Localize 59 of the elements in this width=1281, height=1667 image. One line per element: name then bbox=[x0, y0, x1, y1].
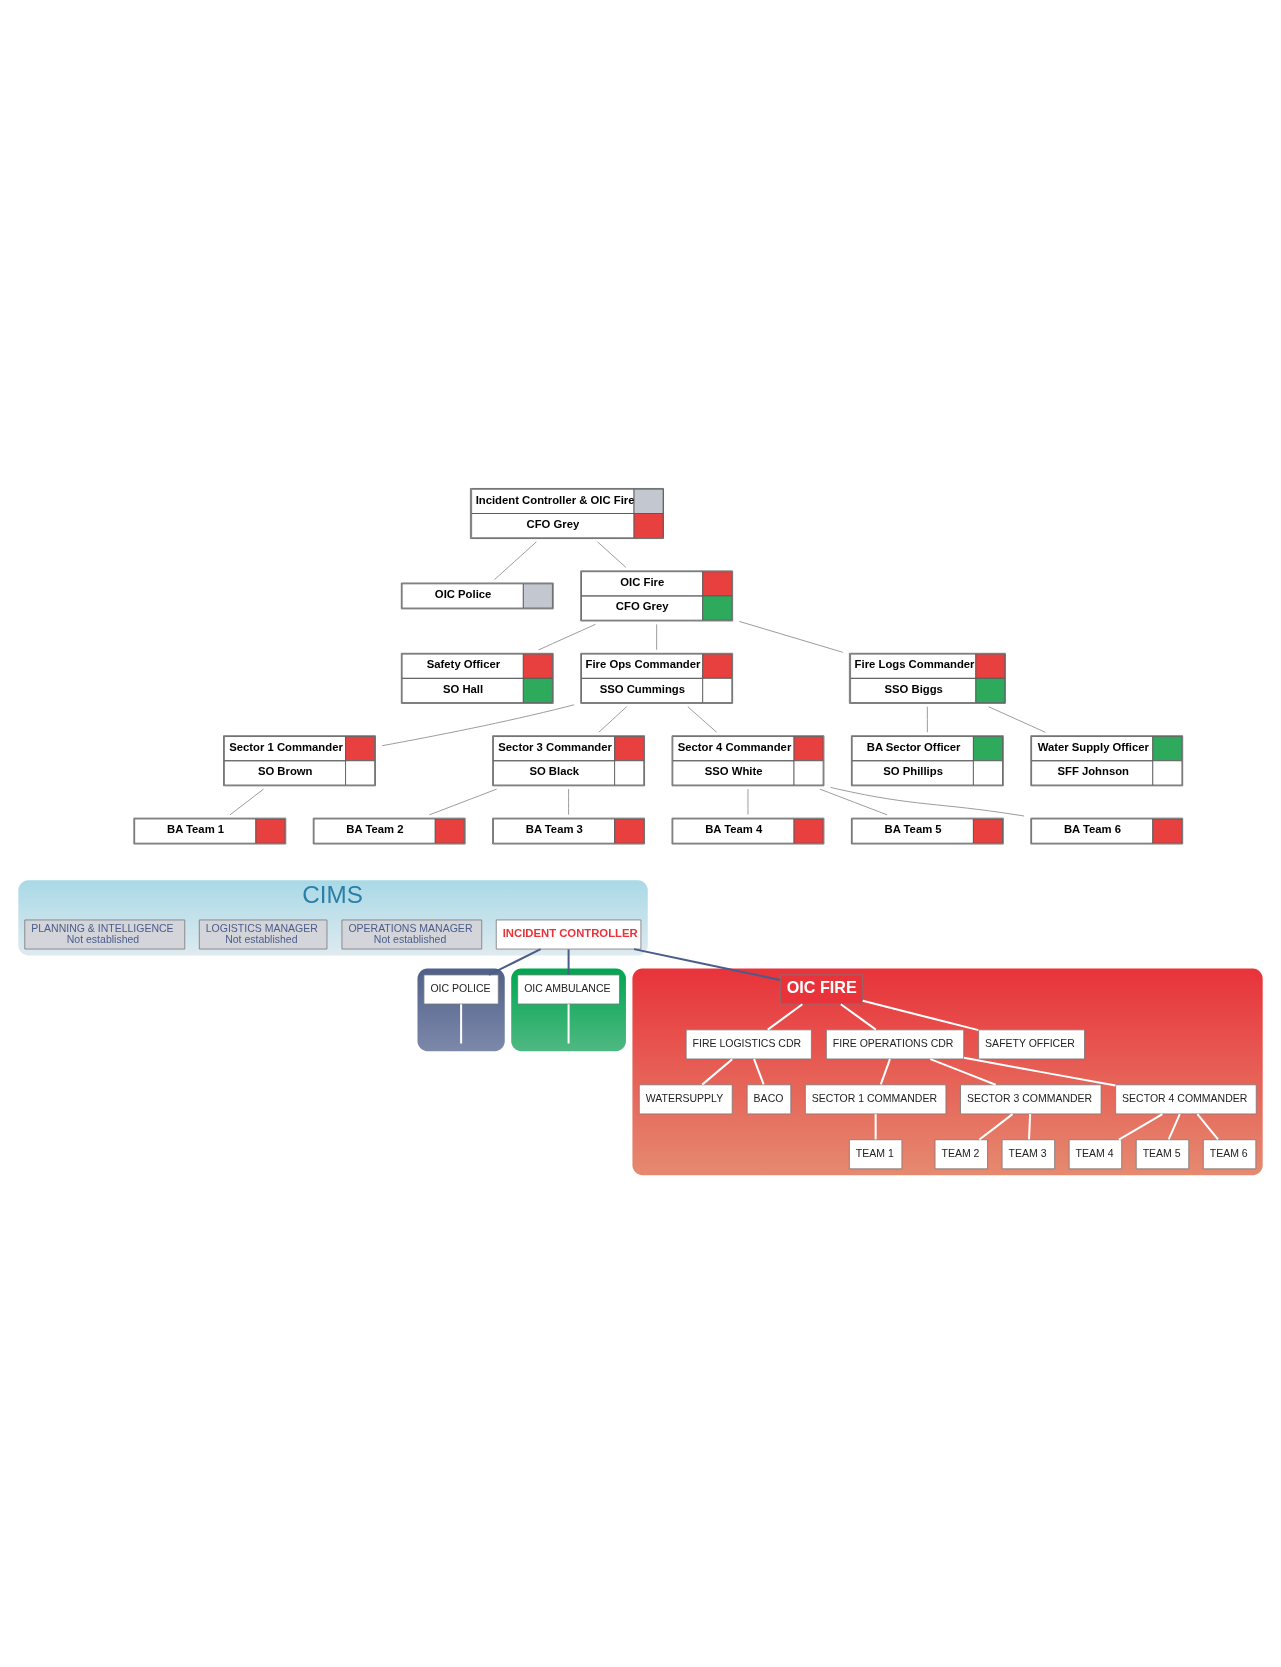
node-box: OPERATIONS MANAGER Not established bbox=[341, 919, 483, 950]
connector bbox=[862, 999, 979, 1032]
node-box: FIRE LOGISTICS CDR bbox=[685, 1029, 812, 1060]
connector bbox=[1196, 1113, 1219, 1141]
connector bbox=[767, 1003, 803, 1031]
connector bbox=[963, 1056, 1116, 1087]
connector bbox=[598, 706, 628, 733]
connector bbox=[656, 623, 658, 651]
connector bbox=[978, 1113, 1014, 1141]
node-box: BACO bbox=[746, 1084, 792, 1115]
connector bbox=[538, 623, 596, 651]
connector bbox=[567, 949, 570, 975]
connector bbox=[428, 788, 498, 816]
connector bbox=[687, 706, 718, 733]
node-box: TEAM 4 bbox=[1068, 1139, 1123, 1170]
connector bbox=[597, 541, 627, 568]
connector bbox=[1118, 1113, 1163, 1141]
node-box: LOGISTICS MANAGER Not established bbox=[198, 919, 328, 950]
node-box: SAFETY OFFICER bbox=[978, 1029, 1085, 1060]
connector bbox=[840, 1003, 877, 1031]
connector bbox=[633, 948, 781, 981]
node-box: TEAM 5 bbox=[1135, 1139, 1190, 1170]
connector bbox=[738, 620, 844, 653]
node-box: WATERSUPPLY bbox=[638, 1084, 733, 1115]
node-box: OIC FIRE bbox=[779, 974, 864, 1005]
node-box: TEAM 3 bbox=[1001, 1139, 1056, 1170]
connector bbox=[874, 1114, 877, 1140]
node-box: SECTOR 1 COMMANDER bbox=[804, 1084, 947, 1115]
node-box: TEAM 6 bbox=[1202, 1139, 1257, 1170]
connector bbox=[1167, 1113, 1181, 1140]
node-box: TEAM 1 bbox=[848, 1139, 903, 1170]
connector bbox=[879, 1058, 891, 1085]
connector bbox=[229, 788, 265, 816]
connector bbox=[926, 706, 928, 733]
connector bbox=[747, 788, 749, 816]
connector bbox=[488, 948, 542, 976]
connector bbox=[819, 788, 888, 816]
connector bbox=[493, 541, 537, 581]
node-box: SECTOR 3 COMMANDER bbox=[960, 1084, 1102, 1115]
connector bbox=[829, 786, 1025, 817]
connector bbox=[460, 1004, 463, 1044]
cluster bbox=[417, 968, 505, 1052]
connector bbox=[930, 1058, 996, 1086]
node-box: TEAM 2 bbox=[934, 1139, 988, 1170]
node-box: FIRE OPERATIONS CDR bbox=[825, 1029, 965, 1060]
connector bbox=[1028, 1114, 1032, 1140]
node-box: SECTOR 4 COMMANDER bbox=[1115, 1084, 1257, 1115]
node-box: INCIDENT CONTROLLER bbox=[495, 919, 642, 950]
connector bbox=[701, 1058, 733, 1086]
connector bbox=[988, 706, 1046, 733]
connector bbox=[567, 1004, 570, 1044]
connector bbox=[381, 704, 575, 747]
connector bbox=[568, 788, 570, 816]
node-box: OIC AMBULANCE bbox=[517, 974, 620, 1005]
cluster bbox=[511, 968, 626, 1052]
node-box: PLANNING & INTELLIGENCE Not established bbox=[24, 919, 186, 950]
connector bbox=[753, 1058, 765, 1085]
node-box: OIC POLICE bbox=[423, 974, 499, 1005]
cluster bbox=[632, 968, 1263, 1176]
